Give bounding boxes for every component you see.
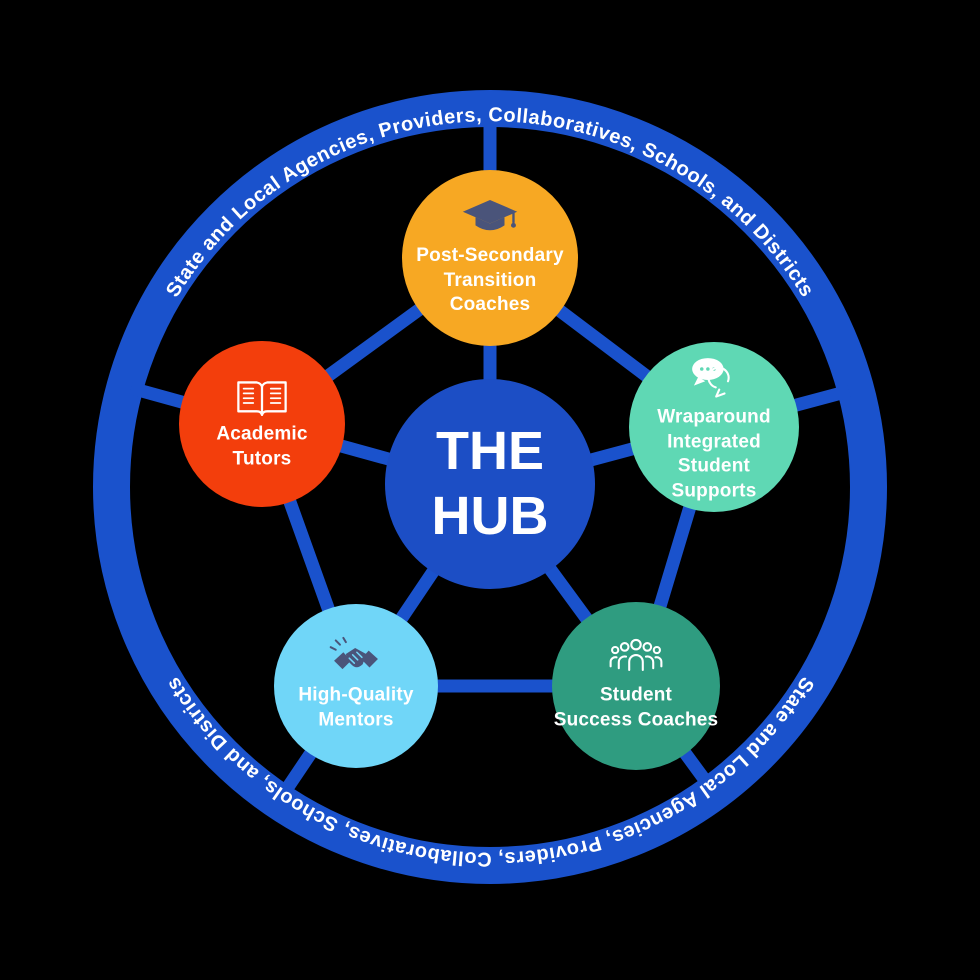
node-circle-student-success [552, 602, 720, 770]
node-circle-mentors [274, 604, 438, 768]
outer-ring [93, 90, 887, 884]
node-circle-wraparound [629, 342, 799, 512]
node-circle-tutors [179, 341, 345, 507]
hub-circle [385, 379, 595, 589]
node-circle-post-secondary [402, 170, 578, 346]
ring-text-bottom: State and Local Agencies, Providers, Col… [162, 673, 818, 870]
